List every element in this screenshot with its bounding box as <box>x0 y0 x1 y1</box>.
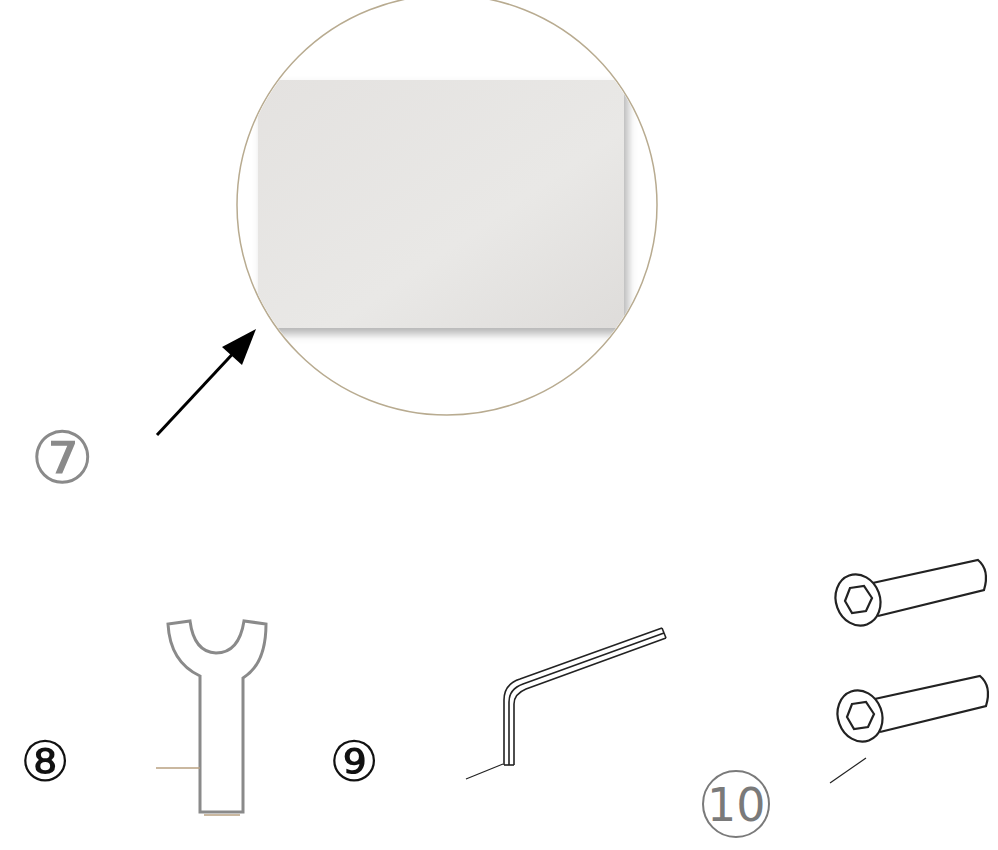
wrench <box>156 621 266 815</box>
bolts <box>828 560 988 783</box>
callout-circle <box>703 771 769 837</box>
bolt <box>830 676 988 748</box>
bolt <box>828 560 986 632</box>
plate <box>258 80 624 328</box>
hex-key <box>466 628 666 779</box>
callout-number: ⑧ <box>20 734 70 790</box>
pointer-arrow <box>157 329 256 435</box>
callout-number: 10 <box>707 782 766 828</box>
detail-circle <box>237 0 657 415</box>
callout-number: ⑨ <box>329 734 379 790</box>
callout-number: ⑦ <box>30 422 95 494</box>
plate-detail <box>237 0 657 415</box>
